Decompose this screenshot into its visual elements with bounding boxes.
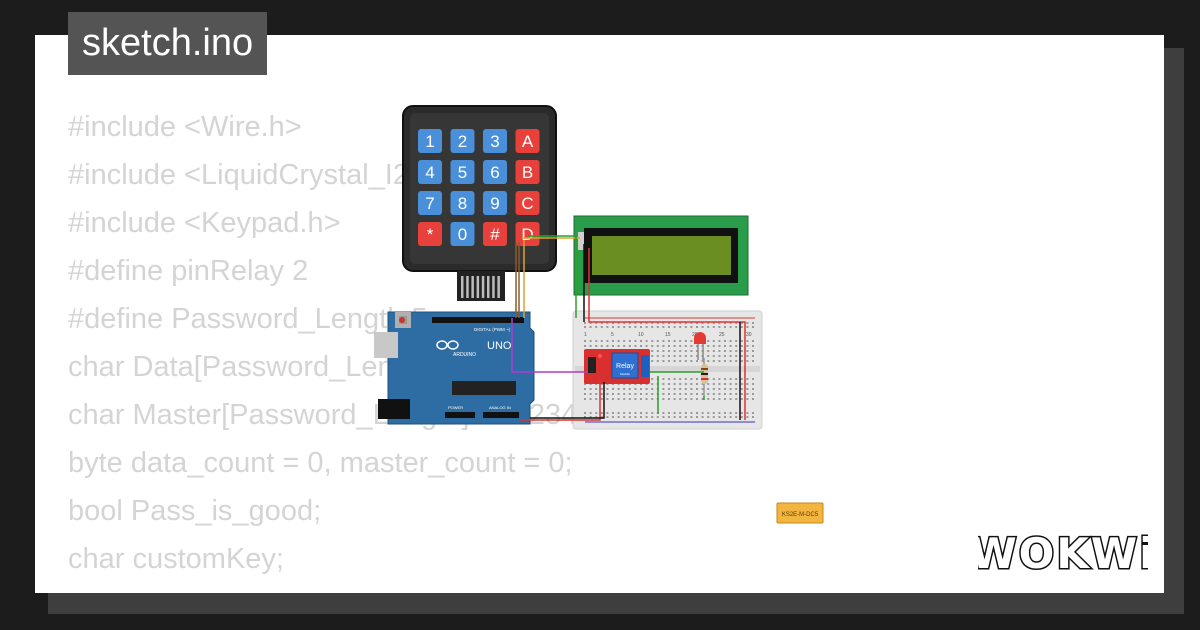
keypad-key-cap <box>483 160 507 184</box>
keypad-key-cap <box>418 129 442 153</box>
code-line: char customKey; <box>68 543 284 575</box>
keypad-key-cap <box>515 160 540 184</box>
keypad-key-cap <box>418 160 442 184</box>
relay-chip-label: KS2E-M-DC5 <box>782 512 819 518</box>
relay-module[interactable]: Relay Module <box>584 349 650 384</box>
code-line: byte data_count = 0, master_count = 0; <box>68 447 573 479</box>
keypad-key-cap <box>450 160 475 184</box>
keypad-key-label: 5 <box>458 163 467 182</box>
wokwi-logo: WOKWi <box>978 528 1148 580</box>
keypad-key[interactable]: 2 <box>450 129 475 153</box>
keypad-key-cap <box>450 191 475 215</box>
keypad-key[interactable]: D <box>515 222 540 246</box>
keypad-key-label: 4 <box>425 163 434 182</box>
keypad-key-label: 0 <box>458 225 467 244</box>
keypad-key-label: 2 <box>458 132 467 151</box>
resistor[interactable] <box>701 358 708 396</box>
keypad-key[interactable]: 1 <box>418 129 442 153</box>
keypad-key-label: C <box>521 194 533 213</box>
file-tab-label: sketch.ino <box>82 22 254 64</box>
keypad-key-cap <box>515 191 540 215</box>
keypad-key[interactable]: 4 <box>418 160 442 184</box>
keypad-key-label: A <box>522 132 534 151</box>
keypad-key-label: * <box>427 225 434 244</box>
arduino-analog-label: ANALOG IN <box>489 405 511 410</box>
code-line: bool Pass_is_good; <box>68 495 322 527</box>
keypad-key-label: 3 <box>490 132 499 151</box>
keypad-key[interactable]: * <box>418 222 442 246</box>
arduino-logo <box>436 340 459 350</box>
keypad-key-label: 8 <box>458 194 467 213</box>
keypad-key[interactable]: A <box>515 129 540 153</box>
breadboard-col-number: 1 <box>584 332 587 338</box>
keypad-keys: 1 2 3 A 4 5 6 B 7 8 9 C * 0 # D <box>418 129 540 246</box>
keypad-key-cap <box>483 191 507 215</box>
keypad-key-label: B <box>522 163 533 182</box>
red-led[interactable] <box>694 332 706 360</box>
keypad-key[interactable]: 6 <box>483 160 507 184</box>
relay-chip[interactable]: KS2E-M-DC5 <box>776 502 824 524</box>
breadboard-col-number: 10 <box>638 332 644 338</box>
code-line: #include <Keypad.h> <box>68 207 341 239</box>
keypad-connector <box>457 271 505 301</box>
lcd-display[interactable] <box>573 215 749 296</box>
relay-label: Relay <box>616 363 634 370</box>
wokwi-logo-text: WOKWi <box>978 529 1148 578</box>
arduino-power-label: POWER <box>448 405 463 410</box>
keypad-key-label: 7 <box>425 194 434 213</box>
code-line: #include <Wire.h> <box>68 111 302 143</box>
keypad-key[interactable]: 0 <box>450 222 475 246</box>
keypad-key[interactable]: 5 <box>450 160 475 184</box>
arduino-uno[interactable]: DIGITAL (PWM ~) UNO ARDUINO POWER ANALOG… <box>374 311 535 425</box>
keypad-key-cap <box>450 129 475 153</box>
keypad-key[interactable]: 3 <box>483 129 507 153</box>
breadboard-col-number: 25 <box>719 332 725 338</box>
file-tab[interactable]: sketch.ino <box>68 12 268 75</box>
keypad-key-cap <box>515 129 540 153</box>
wires <box>511 235 746 421</box>
keypad-key-label: 1 <box>425 132 434 151</box>
keypad-key-cap <box>483 222 507 246</box>
breadboard-col-number: 15 <box>665 332 671 338</box>
keypad-key-label: D <box>521 225 533 244</box>
arduino-model-label: UNO <box>487 340 512 352</box>
keypad-key-label: 9 <box>490 194 499 213</box>
keypad-key[interactable]: B <box>515 160 540 184</box>
keypad-key-cap <box>515 222 540 246</box>
keypad-key-cap <box>483 129 507 153</box>
arduino-digital-label: DIGITAL (PWM ~) <box>474 327 511 332</box>
relay-sub-label: Module <box>620 372 630 376</box>
breadboard-col-number: 30 <box>746 332 752 338</box>
code-line: #define pinRelay 2 <box>68 255 309 287</box>
arduino-brand-label: ARDUINO <box>453 352 476 358</box>
keypad-key-label: # <box>490 225 500 244</box>
keypad-key[interactable]: 8 <box>450 191 475 215</box>
keypad-key[interactable]: C <box>515 191 540 215</box>
keypad-key-label: 6 <box>490 163 499 182</box>
code-line: const byte ROWS = 4; <box>68 583 596 593</box>
keypad-key-cap <box>418 222 442 246</box>
breadboard-col-number: 5 <box>611 332 614 338</box>
membrane-keypad[interactable]: 1 2 3 A 4 5 6 B 7 8 9 C * 0 # D <box>402 105 557 272</box>
keypad-key[interactable]: 9 <box>483 191 507 215</box>
keypad-key[interactable]: 7 <box>418 191 442 215</box>
keypad-key-cap <box>418 191 442 215</box>
keypad-key-cap <box>450 222 475 246</box>
keypad-key[interactable]: # <box>483 222 507 246</box>
